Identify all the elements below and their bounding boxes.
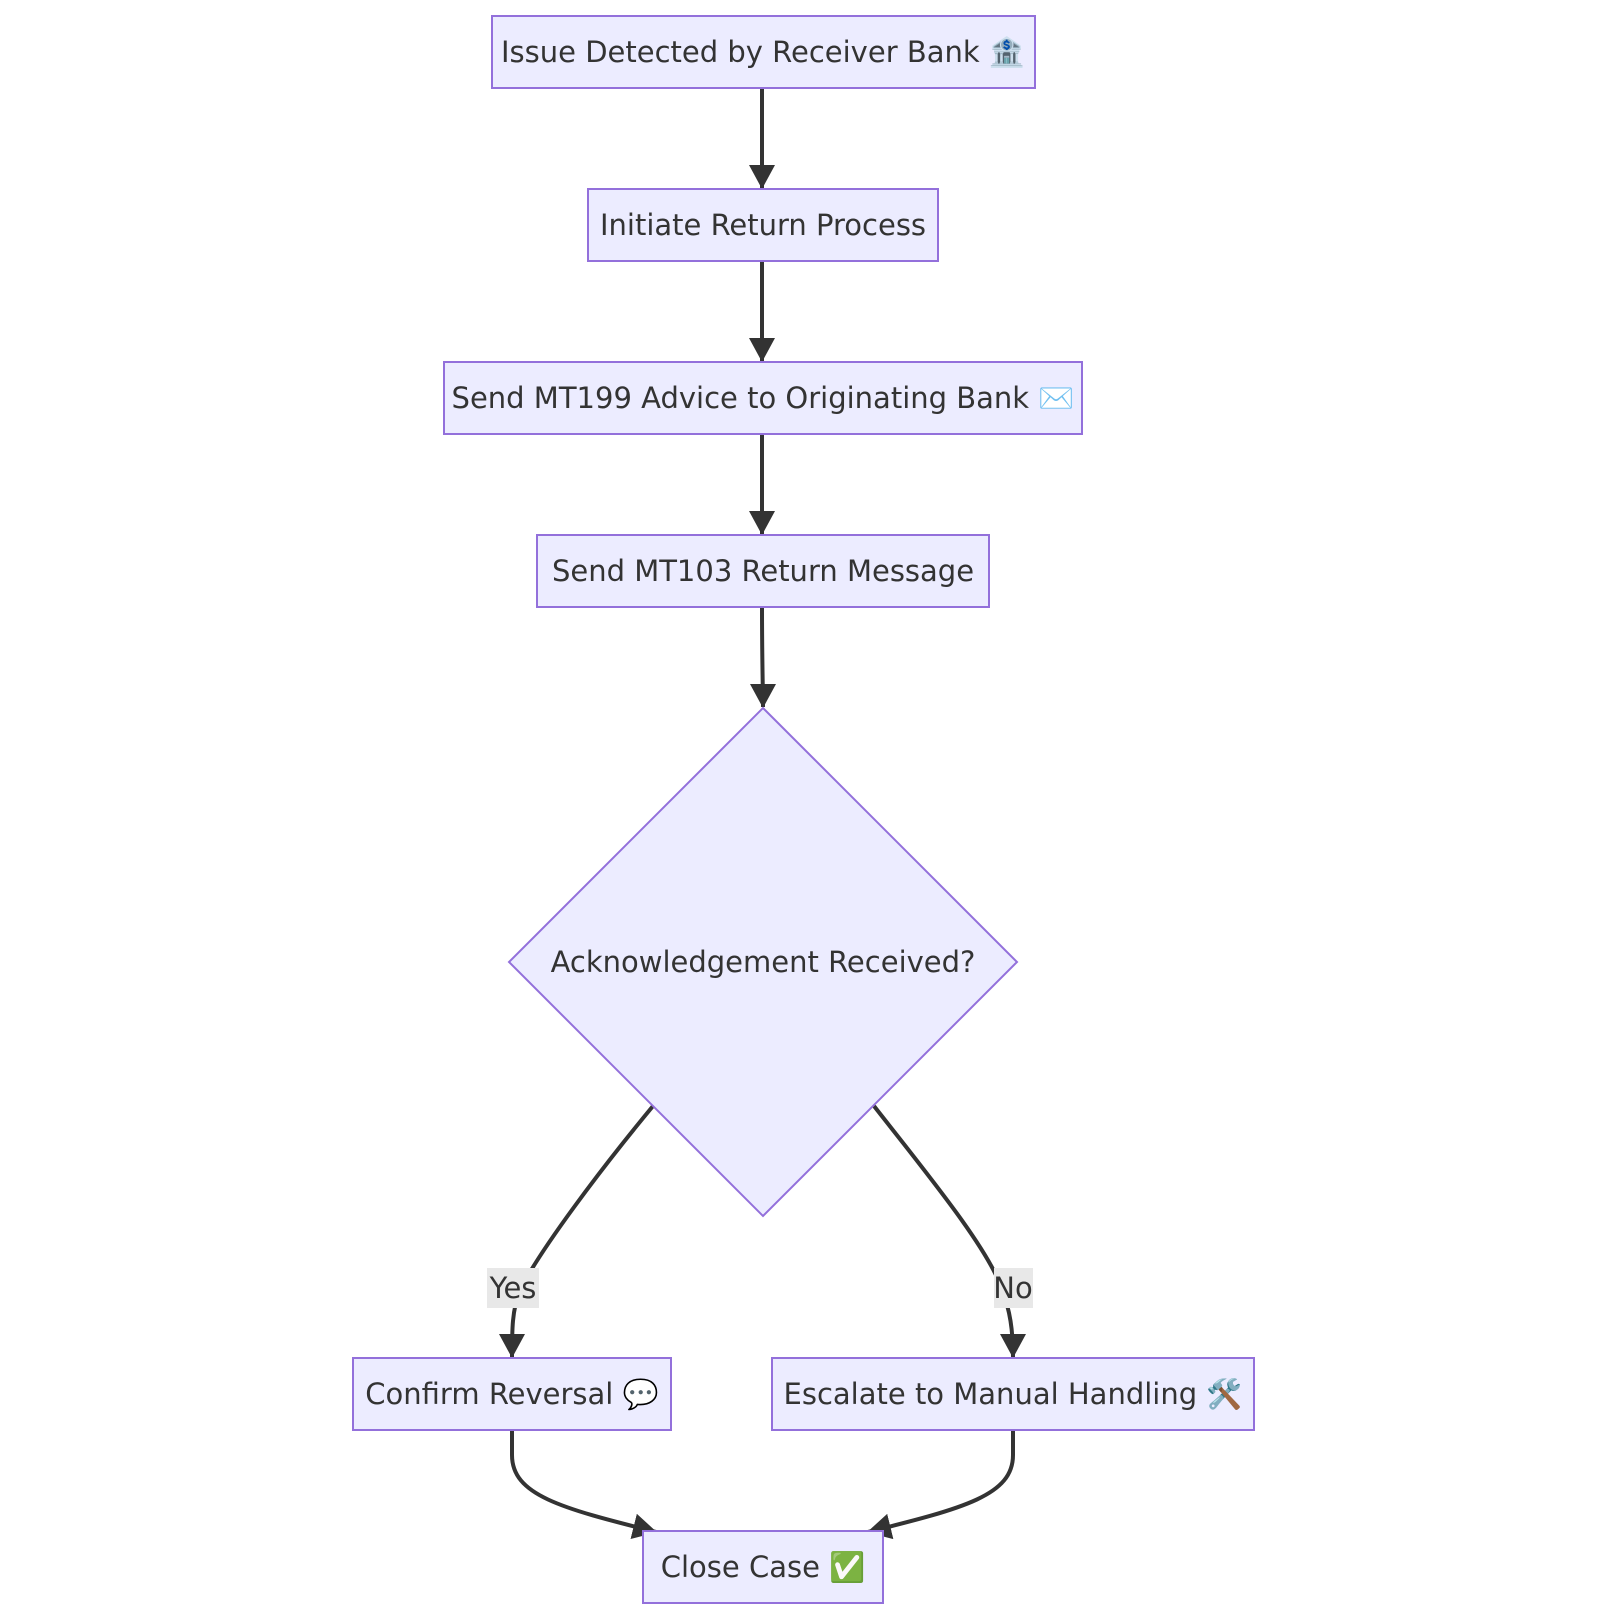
node-confirm-reversal[interactable]: Confirm Reversal 💬	[352, 1357, 672, 1431]
node-send-mt103[interactable]: Send MT103 Return Message	[536, 534, 990, 608]
node-close-case-label: Close Case ✅	[661, 1550, 866, 1584]
decision-acknowledgement-label: Acknowledgement Received?	[551, 945, 976, 979]
node-initiate-return-label: Initiate Return Process	[600, 208, 926, 242]
edge-confirm-to-close	[510, 1430, 657, 1540]
edge-mt103-to-ack	[749, 606, 776, 708]
node-issue-detected-label: Issue Detected by Receiver Bank 🏦	[501, 35, 1025, 69]
node-confirm-reversal-label: Confirm Reversal 💬	[365, 1377, 658, 1411]
node-send-mt199[interactable]: Send MT199 Advice to Originating Bank ✉️	[443, 361, 1083, 435]
edge-label-no: No	[993, 1268, 1033, 1308]
decision-acknowledgement[interactable]: Acknowledgement Received?	[507, 706, 1019, 1218]
edge-ack-yes-to-confirm	[499, 1104, 655, 1358]
node-escalate-manual-label: Escalate to Manual Handling 🛠️	[784, 1376, 1243, 1411]
node-initiate-return[interactable]: Initiate Return Process	[587, 188, 939, 262]
node-close-case[interactable]: Close Case ✅	[642, 1530, 884, 1604]
edge-label-no-text: No	[993, 1271, 1032, 1305]
edge-label-yes: Yes	[487, 1268, 539, 1308]
node-send-mt199-label: Send MT199 Advice to Originating Bank ✉️	[452, 381, 1075, 415]
edge-label-yes-text: Yes	[489, 1271, 537, 1305]
edge-escalate-to-close	[867, 1430, 1015, 1540]
node-issue-detected[interactable]: Issue Detected by Receiver Bank 🏦	[491, 15, 1036, 89]
edge-ack-no-to-escalate	[872, 1104, 1026, 1358]
node-escalate-manual[interactable]: Escalate to Manual Handling 🛠️	[771, 1357, 1255, 1431]
node-send-mt103-label: Send MT103 Return Message	[552, 554, 974, 588]
